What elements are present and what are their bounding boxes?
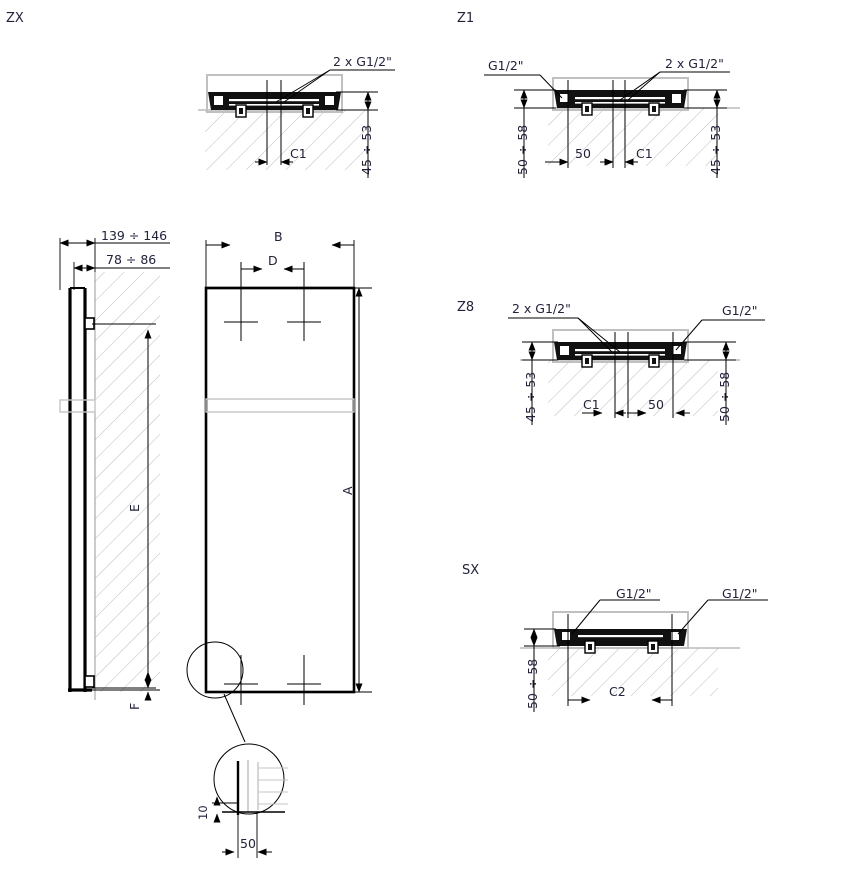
view-zx <box>198 69 395 178</box>
front-panel-outline <box>204 286 356 694</box>
side-radiator-body <box>59 287 96 692</box>
detail-dim-10 <box>212 796 238 823</box>
sx-wall-hatch <box>520 647 740 696</box>
zx-wall-hatch <box>198 109 372 170</box>
side-dim-e-text: E <box>127 504 142 512</box>
zx-dim-c1-text: C1 <box>290 146 307 161</box>
sx-leader-port-left <box>571 599 660 635</box>
view-label-zx: ZX <box>6 11 24 26</box>
z1-dim-left-height-text: 50 ÷ 58 <box>515 125 530 175</box>
view-front-elevation <box>204 240 372 705</box>
detail-geometry <box>222 760 288 815</box>
view-label-z1: Z1 <box>457 11 474 26</box>
sx-dim-left-height-text: 50 ÷ 58 <box>525 659 540 709</box>
side-dim-inner-depth <box>73 262 170 290</box>
zx-dim-height <box>336 91 378 178</box>
front-port-marks-bottom <box>224 655 321 705</box>
z1-dim-right-height-text: 45 ÷ 53 <box>708 125 723 175</box>
view-detail-circle <box>186 641 288 858</box>
z8-manifold <box>554 342 687 368</box>
front-dim-b <box>205 240 355 290</box>
side-dim-f <box>92 671 160 701</box>
sx-callout-port-left: G1/2" <box>616 586 652 601</box>
z1-leader-ports-right <box>619 71 730 101</box>
zx-callout-ports-top: 2 x G1/2" <box>333 54 392 69</box>
front-dim-a <box>354 287 372 693</box>
front-dim-a-text: A <box>340 486 355 495</box>
front-dim-b-text: B <box>274 229 283 244</box>
view-z1 <box>484 71 740 178</box>
view-sx <box>520 599 768 712</box>
z8-callout-ports-left: 2 x G1/2" <box>512 301 571 316</box>
z1-radiator-outline <box>552 77 689 111</box>
zx-radiator-outline <box>206 74 343 113</box>
z1-callout-port-left: G1/2" <box>488 58 524 73</box>
view-label-z8: Z8 <box>457 300 474 315</box>
z8-dim-50-text: 50 <box>648 397 664 412</box>
detail-dim-50 <box>222 812 272 858</box>
z1-leader-port-left <box>484 74 563 99</box>
z1-callout-ports-right: 2 x G1/2" <box>665 56 724 71</box>
front-mid-band <box>205 398 355 413</box>
detail-leader <box>223 693 246 743</box>
z1-dim-left-height <box>514 89 556 178</box>
front-dim-d-text: D <box>268 253 278 268</box>
z1-dim-c1-text: C1 <box>636 146 653 161</box>
z1-dim-right-height <box>684 89 727 178</box>
z8-dim-right-height <box>684 341 736 425</box>
view-label-sx: SX <box>462 563 479 578</box>
sx-callout-port-right: G1/2" <box>722 586 758 601</box>
z8-dim-left-height <box>522 341 558 425</box>
side-dim-inner-depth-text: 78 ÷ 86 <box>106 252 156 267</box>
detail-dim-50-text: 50 <box>240 836 256 851</box>
side-dim-e <box>92 323 156 689</box>
z1-manifold <box>554 90 687 116</box>
side-wall-hatch <box>94 272 160 700</box>
sx-manifold <box>554 629 687 654</box>
z8-callout-port-right: G1/2" <box>722 303 758 318</box>
sx-dim-left-height <box>524 628 560 712</box>
z8-dim-right-height-text: 50 ÷ 58 <box>717 372 732 422</box>
sx-leader-port-right <box>677 599 768 635</box>
zx-leader-ports <box>275 69 395 103</box>
z8-wall-hatch <box>520 359 740 416</box>
detail-dim-10-text: 10 <box>196 805 210 820</box>
sx-dim-c2-text: C2 <box>609 684 626 699</box>
z8-dim-left-height-text: 45 ÷ 53 <box>523 372 538 422</box>
zx-manifold <box>208 92 341 118</box>
detail-zoom-circle <box>213 743 285 815</box>
z8-leader-port-right <box>675 319 765 351</box>
side-dim-overall-depth-text: 139 ÷ 146 <box>101 228 167 243</box>
z8-radiator-outline <box>552 329 689 363</box>
view-z8 <box>508 317 765 425</box>
detail-source-circle <box>186 641 244 699</box>
z8-leader-ports-left <box>508 317 621 353</box>
z8-dim-c1-text: C1 <box>583 397 600 412</box>
z1-dim-50-text: 50 <box>575 146 591 161</box>
z1-wall-hatch <box>520 107 740 166</box>
view-side-section <box>59 238 170 701</box>
front-port-marks-top <box>224 262 321 341</box>
zx-dim-height-text: 45 ÷ 53 <box>359 125 374 175</box>
side-dim-f-text: F <box>127 703 142 710</box>
sx-radiator-outline <box>552 611 689 649</box>
